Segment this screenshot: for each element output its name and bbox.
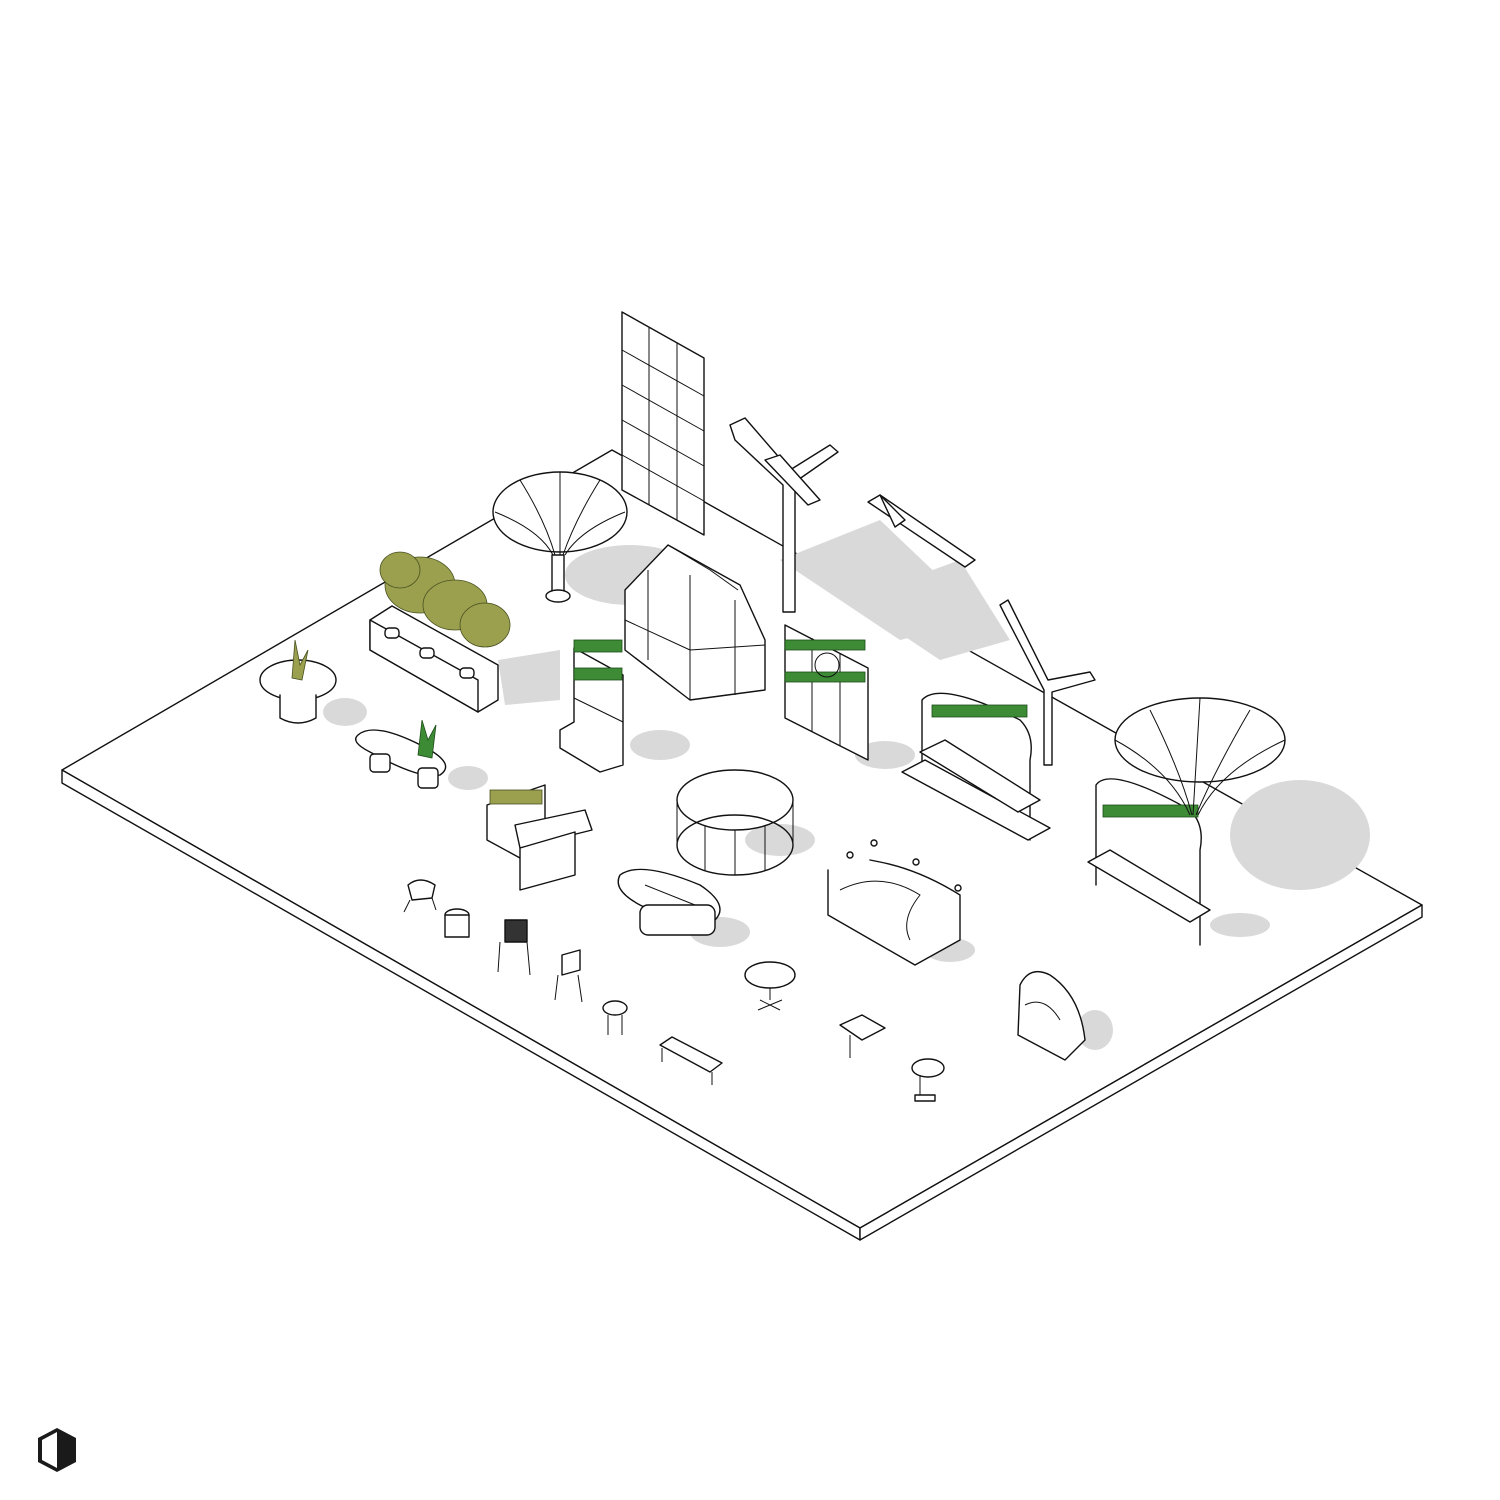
bar-stool: [554, 949, 583, 1003]
bar-stool-dark: [497, 919, 531, 976]
grid-screen-with-planters: [784, 624, 869, 761]
planter-bench-with-palms: [369, 551, 511, 713]
branch-frame-structures: [729, 417, 1096, 766]
oval-conference-table: [617, 868, 721, 936]
round-planter-table: [259, 639, 337, 724]
isometric-cube-logo-icon: [38, 1428, 76, 1472]
counter-with-planter: [486, 784, 593, 891]
c-side-table: [911, 1058, 945, 1102]
lounge-chair: [1017, 971, 1086, 1061]
side-stool: [444, 908, 470, 938]
bench: [659, 1036, 723, 1085]
canopy-umbrella-right: [1114, 697, 1286, 816]
arched-planter-frame-right: [1087, 778, 1211, 946]
shelf-with-planters: [559, 639, 624, 773]
armchair: [403, 879, 437, 913]
arched-planter-frame-center: [901, 692, 1051, 841]
curved-booth-seating: [827, 839, 962, 966]
canopy-umbrella-left: [492, 471, 628, 603]
round-cafe-table: [744, 961, 796, 1011]
square-side-table: [839, 1014, 886, 1058]
round-stool: [602, 1000, 628, 1035]
oval-planter-table: [355, 719, 447, 789]
small-furniture: [403, 879, 945, 1102]
floor-slab: [61, 449, 1423, 1241]
gable-house-booth: [624, 544, 766, 701]
tall-grid-screen: [621, 311, 705, 536]
circular-fence-enclosure: [676, 769, 794, 876]
